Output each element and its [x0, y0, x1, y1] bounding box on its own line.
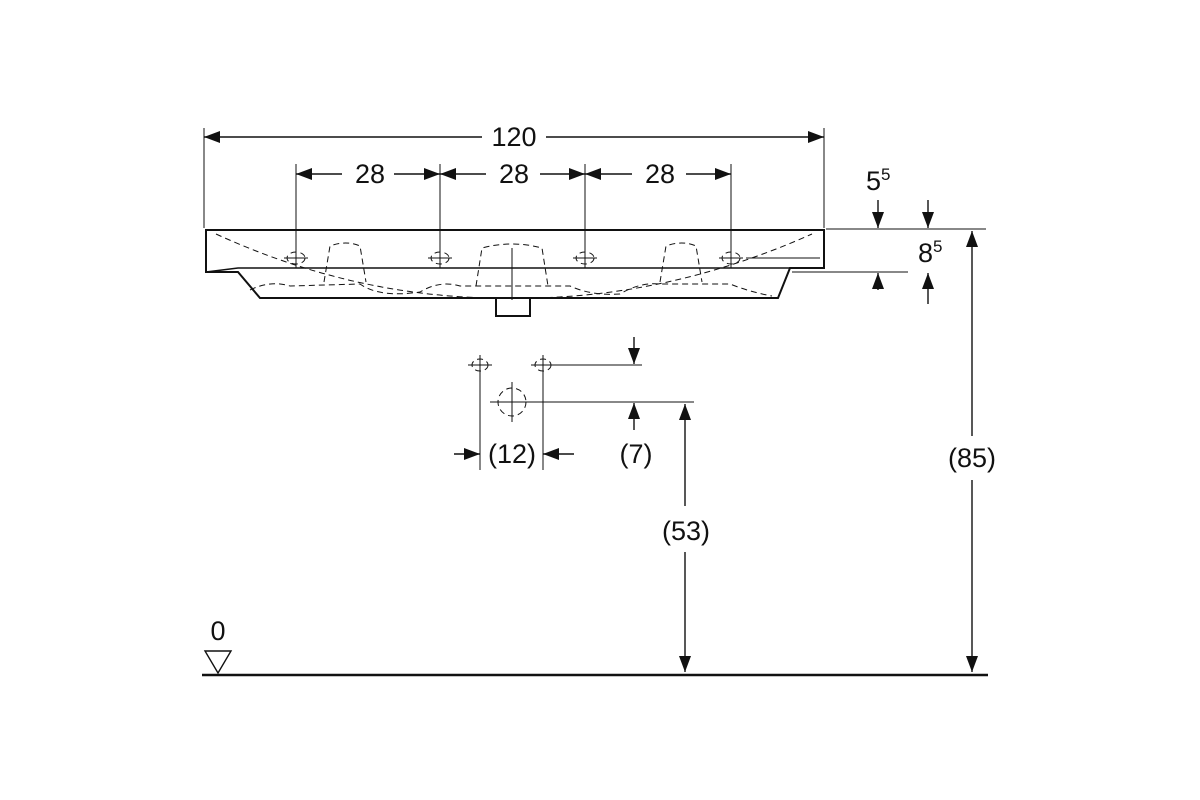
dimension-overall-width: 120 [203, 122, 825, 228]
floor-line: 0 [202, 616, 988, 677]
dimension-rim-thickness: 55 85 [746, 165, 986, 304]
waste-marker-right [531, 355, 642, 470]
rim-thickness-base: 5 [866, 166, 881, 196]
label-waste-height: (53) [662, 516, 710, 546]
dimension-waste-height: (53) [662, 404, 710, 672]
waste-outlet [495, 297, 531, 317]
label-waste-offset: (7) [620, 439, 653, 469]
label-waste-spacing: (12) [488, 439, 536, 469]
basin-outline [205, 229, 825, 317]
waste-marker-left [468, 355, 492, 470]
label-floor-level: 0 [210, 616, 225, 646]
waste-connection-markers [468, 355, 694, 470]
label-rim-thickness: 55 [866, 165, 891, 196]
label-overflow-depth: 85 [918, 237, 943, 268]
label-tap-spacing-2: 28 [499, 159, 529, 189]
label-tap-spacing-1: 28 [355, 159, 385, 189]
rim-thickness-exp: 5 [881, 165, 890, 184]
overflow-depth-base: 8 [918, 238, 933, 268]
label-rim-height: (85) [948, 443, 996, 473]
dimension-waste-spacing: (12) [454, 439, 574, 469]
overflow-depth-exp: 5 [933, 237, 942, 256]
dimension-waste-offset: (7) [620, 337, 653, 469]
floor-level-triangle [203, 650, 233, 675]
dimension-tap-spacings: 28 28 28 [295, 159, 732, 256]
label-tap-spacing-3: 28 [645, 159, 675, 189]
label-overall-width: 120 [491, 122, 536, 152]
waste-marker-centre [490, 382, 694, 422]
dimension-rim-height: (85) [948, 231, 996, 672]
